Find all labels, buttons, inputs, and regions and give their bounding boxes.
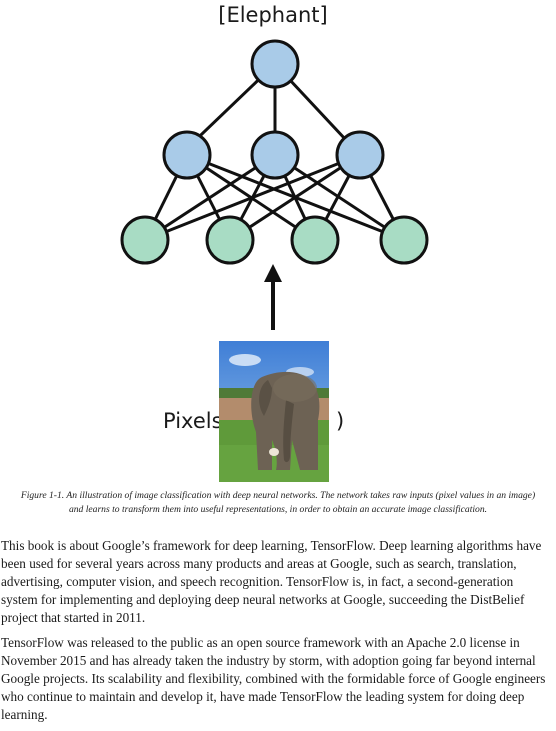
hidden-node-2 (250, 130, 300, 180)
up-arrow-icon (264, 264, 282, 330)
input-node-1 (120, 215, 170, 265)
body-text: This book is about Google’s framework fo… (1, 537, 553, 731)
output-node (250, 39, 300, 89)
hidden-node-3 (335, 130, 385, 180)
neural-network-figure: [Elephant] Pixels( ) (120, 3, 429, 482)
close-paren: ) (336, 409, 344, 433)
figure-caption: Figure 1-1. An illustration of image cla… (0, 489, 556, 517)
elephant-photo (219, 341, 329, 482)
paragraph-2: TensorFlow was released to the public as… (1, 635, 546, 722)
input-node-4 (379, 215, 429, 265)
paragraph-1: This book is about Google’s framework fo… (1, 538, 542, 625)
caption-line-1: Figure 1-1. An illustration of image cla… (20, 490, 536, 501)
input-node-3 (290, 215, 340, 265)
hidden-node-1 (162, 130, 212, 180)
input-node-2 (205, 215, 255, 265)
caption-line-2: and learns to transform them into useful… (68, 504, 488, 515)
output-label: [Elephant] (218, 3, 327, 27)
